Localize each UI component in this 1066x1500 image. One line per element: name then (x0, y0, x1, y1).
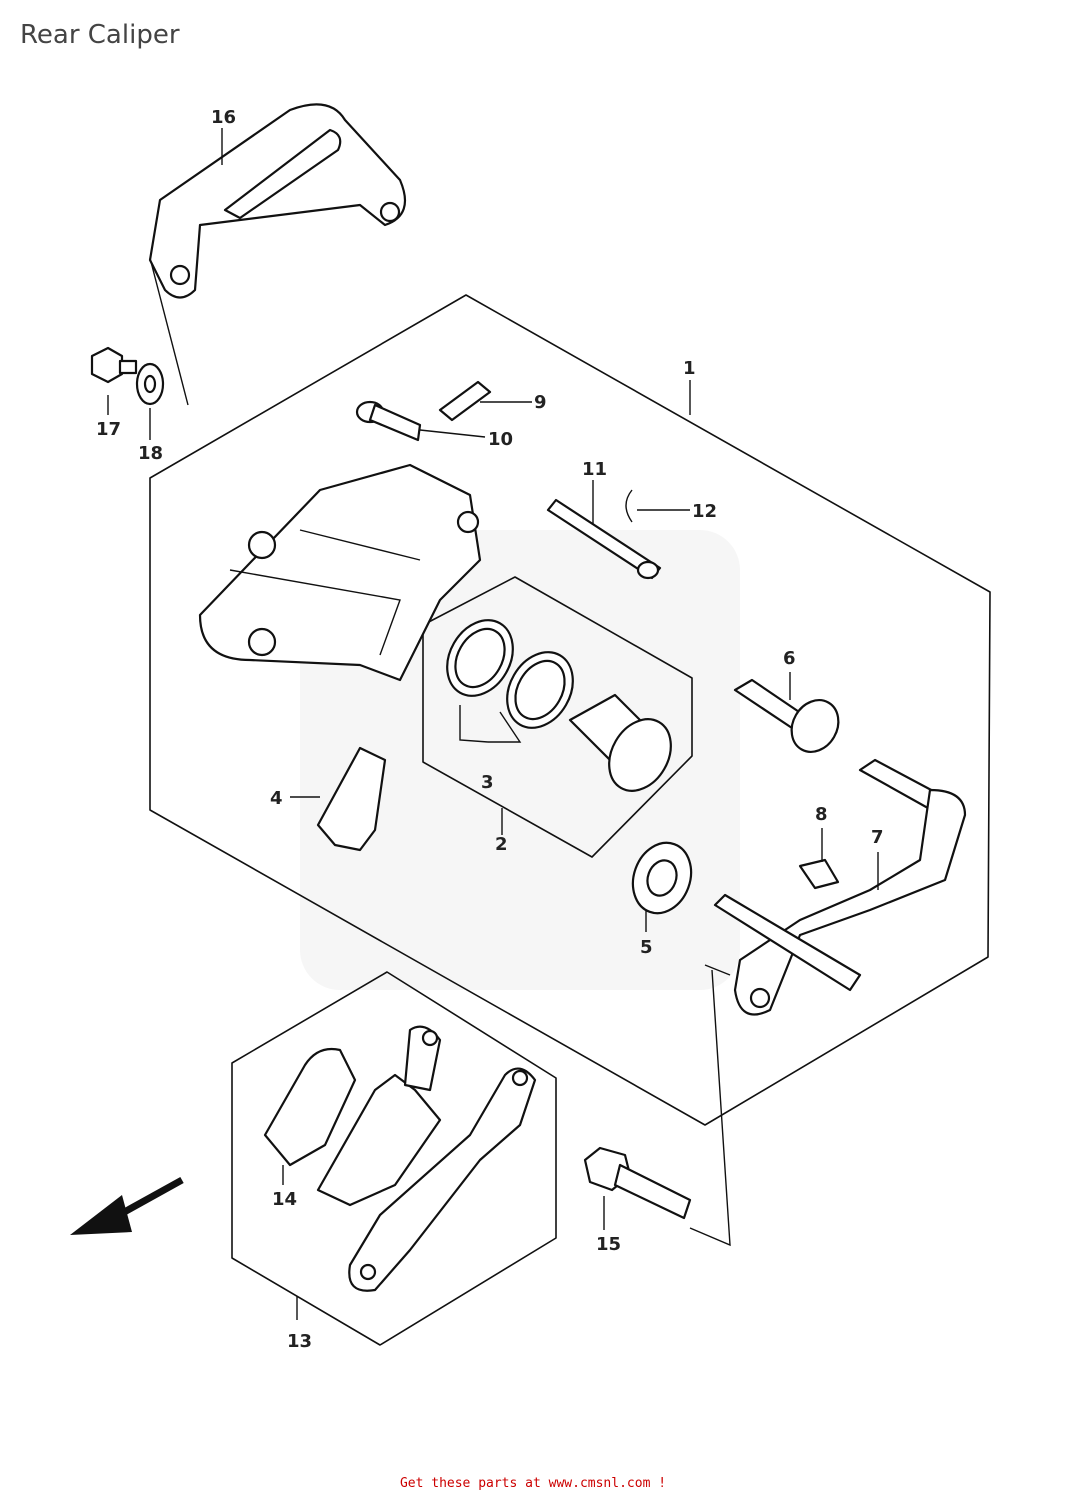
callout-2: 2 (495, 834, 508, 855)
callout-6: 6 (783, 648, 796, 669)
part-18-washer (135, 362, 165, 406)
part-14-pads (263, 1025, 537, 1292)
callout-16: 16 (211, 107, 236, 128)
callout-5: 5 (640, 937, 653, 958)
direction-arrow-icon (70, 1176, 184, 1235)
part-7-support (713, 758, 967, 1016)
part-4-spring (316, 746, 387, 852)
callout-leaders (107, 128, 879, 1320)
callout-17: 17 (96, 419, 121, 440)
callout-10: 10 (488, 429, 513, 450)
callout-4: 4 (270, 788, 283, 809)
kit-outline-13 (231, 971, 557, 1346)
callout-3: 3 (481, 772, 494, 793)
caliper-body (198, 463, 482, 682)
part-15-bolt (583, 1146, 692, 1220)
part-11-pin (546, 498, 662, 580)
assembly-outline-1 (149, 294, 991, 1126)
part-3-seals (446, 619, 574, 729)
callout-11: 11 (582, 459, 607, 480)
callout-7: 7 (871, 827, 884, 848)
part-6-slide-pin (733, 678, 840, 753)
part-9-bleeder (438, 380, 492, 422)
part-12-clip (625, 489, 633, 523)
callout-12: 12 (692, 501, 717, 522)
part-8-clip (798, 858, 840, 890)
callout-13: 13 (287, 1331, 312, 1352)
part-17-bolt (90, 346, 138, 384)
footer-link[interactable]: Get these parts at www.cmsnl.com ! (399, 1476, 667, 1491)
callout-9: 9 (534, 392, 547, 413)
page-title: Rear Caliper (20, 20, 180, 50)
callout-14: 14 (272, 1189, 297, 1210)
callout-18: 18 (138, 443, 163, 464)
part-16-bracket (148, 103, 407, 406)
piston (568, 693, 672, 792)
callout-labels: 1 2 3 4 5 6 7 8 9 10 11 12 13 14 15 16 1… (96, 107, 884, 1352)
callout-1: 1 (683, 358, 696, 379)
part-10-cap (355, 400, 422, 442)
callout-8: 8 (815, 804, 828, 825)
part-5-boot (631, 841, 693, 915)
callout-15: 15 (596, 1234, 621, 1255)
